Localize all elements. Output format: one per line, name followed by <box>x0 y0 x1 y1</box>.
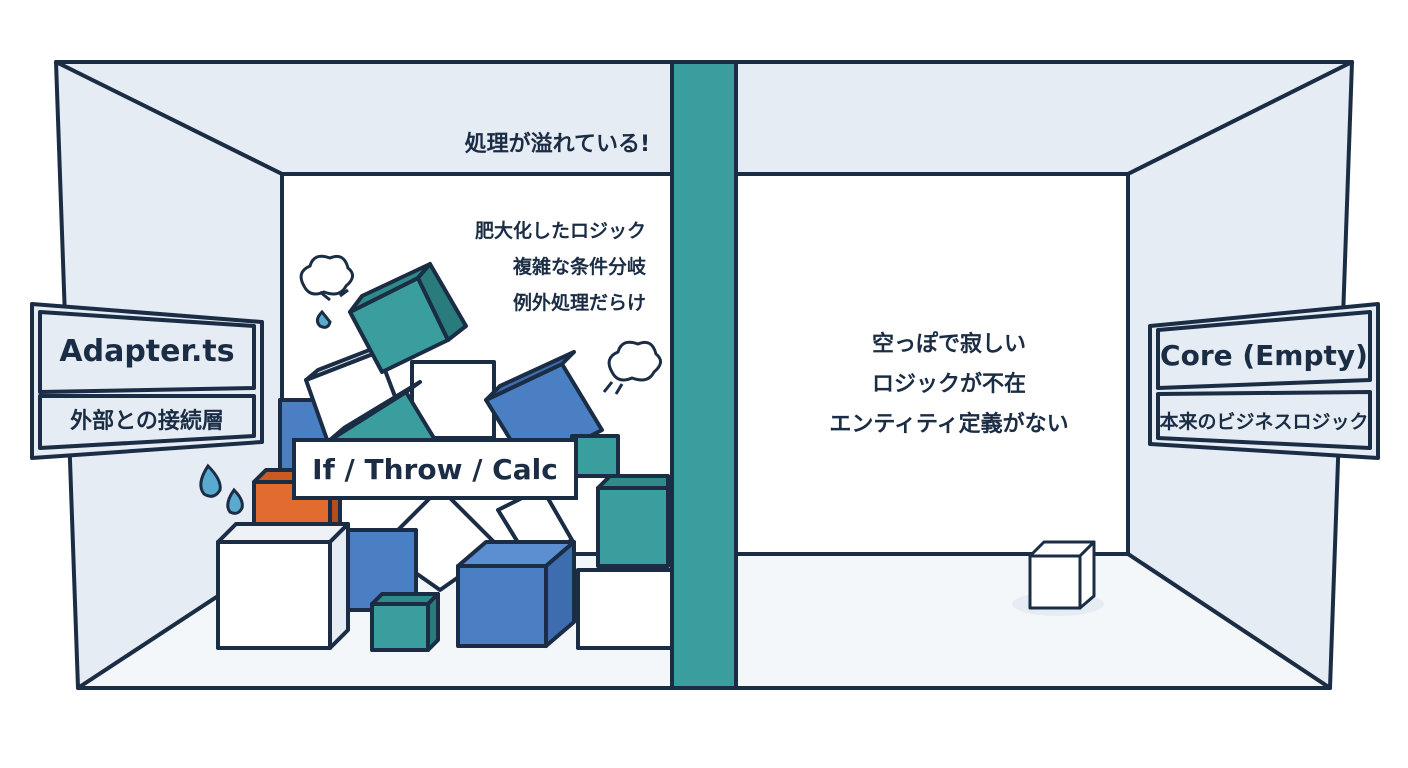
block-white-large-left <box>216 522 350 650</box>
steam-puff-icon-left <box>299 254 354 302</box>
block-blue-large <box>456 540 576 648</box>
block-teal-right-stack <box>596 474 670 568</box>
block-white-bottom-right <box>576 568 674 650</box>
adapter-sign-title: Adapter.ts <box>59 333 235 369</box>
right-note-3: エンティティ定義がない <box>829 412 1069 437</box>
right-note-2: ロジックが不在 <box>871 372 1026 397</box>
steam-puff-icon-right <box>602 340 662 395</box>
right-room-back-wall <box>734 172 1130 556</box>
right-room <box>734 60 1354 690</box>
droplet-icon-small-top <box>315 309 332 329</box>
core-sign-title: Core (Empty) <box>1160 338 1368 372</box>
left-note-1: 肥大化したロジック <box>474 220 646 242</box>
droplet-icon-left-2 <box>226 487 244 515</box>
divider-pillar <box>670 60 738 690</box>
small-cube-icon <box>1012 540 1104 616</box>
core-sign-subtitle: 本来のビジネスロジック <box>1159 410 1369 433</box>
adapter-sign-subtitle: 外部との接続層 <box>70 409 224 434</box>
left-note-2: 複雑な条件分岐 <box>512 256 646 278</box>
code-label: If / Throw / Calc <box>292 438 578 500</box>
left-note-3: 例外処理だらけ <box>512 292 646 314</box>
right-note-1: 空っぽで寂しい <box>871 332 1026 357</box>
overflow-heading: 処理が溢れている! <box>464 132 650 157</box>
droplet-icon-left-1 <box>199 463 222 498</box>
block-teal-top <box>348 262 468 374</box>
block-teal-small <box>370 592 440 652</box>
block-teal-far-right <box>570 434 620 478</box>
